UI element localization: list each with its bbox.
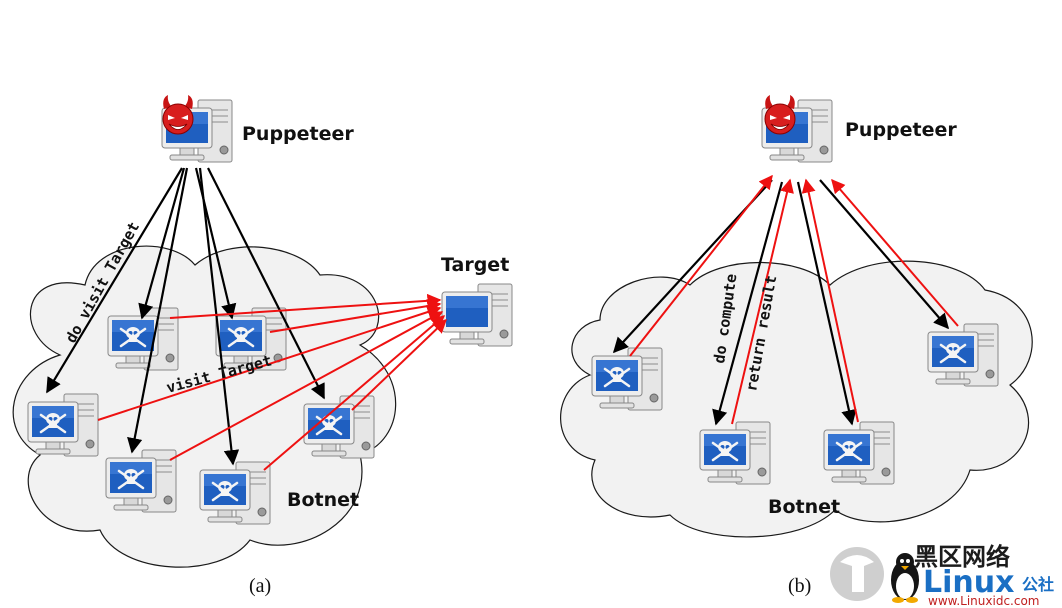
caption-b: (b) <box>788 575 811 597</box>
target-label: Target <box>441 254 509 276</box>
penguin-icon <box>891 553 919 603</box>
watermark-brand: Linux <box>923 565 1014 600</box>
result-arrows-b <box>629 174 959 425</box>
botnet-label-a: Botnet <box>287 489 359 511</box>
watermark-url: www.Linuxidc.com <box>928 594 1039 608</box>
command-arrows-a <box>46 167 325 466</box>
puppeteer-label-b: Puppeteer <box>845 119 957 141</box>
botnet-label-b: Botnet <box>768 496 840 518</box>
caption-a: (a) <box>249 575 271 597</box>
watermark: 黑区网络 Linux 公社 www.Linuxidc.com <box>830 543 1054 608</box>
puppeteer-label-a: Puppeteer <box>242 123 354 145</box>
watermark-brand-suffix: 公社 <box>1022 575 1054 594</box>
devil-icon <box>764 94 796 135</box>
watermark-cn-text: 黑区网络 <box>914 543 1010 571</box>
panel-a: Puppeteer Target Botnet do visit Target … <box>12 94 513 597</box>
devil-icon <box>162 94 194 135</box>
visit-arrows-a <box>97 293 448 471</box>
panel-b: Puppeteer Botnet do compute return resul… <box>559 94 1033 597</box>
target-computer <box>441 283 513 347</box>
watermark-logo-icon <box>830 547 884 601</box>
